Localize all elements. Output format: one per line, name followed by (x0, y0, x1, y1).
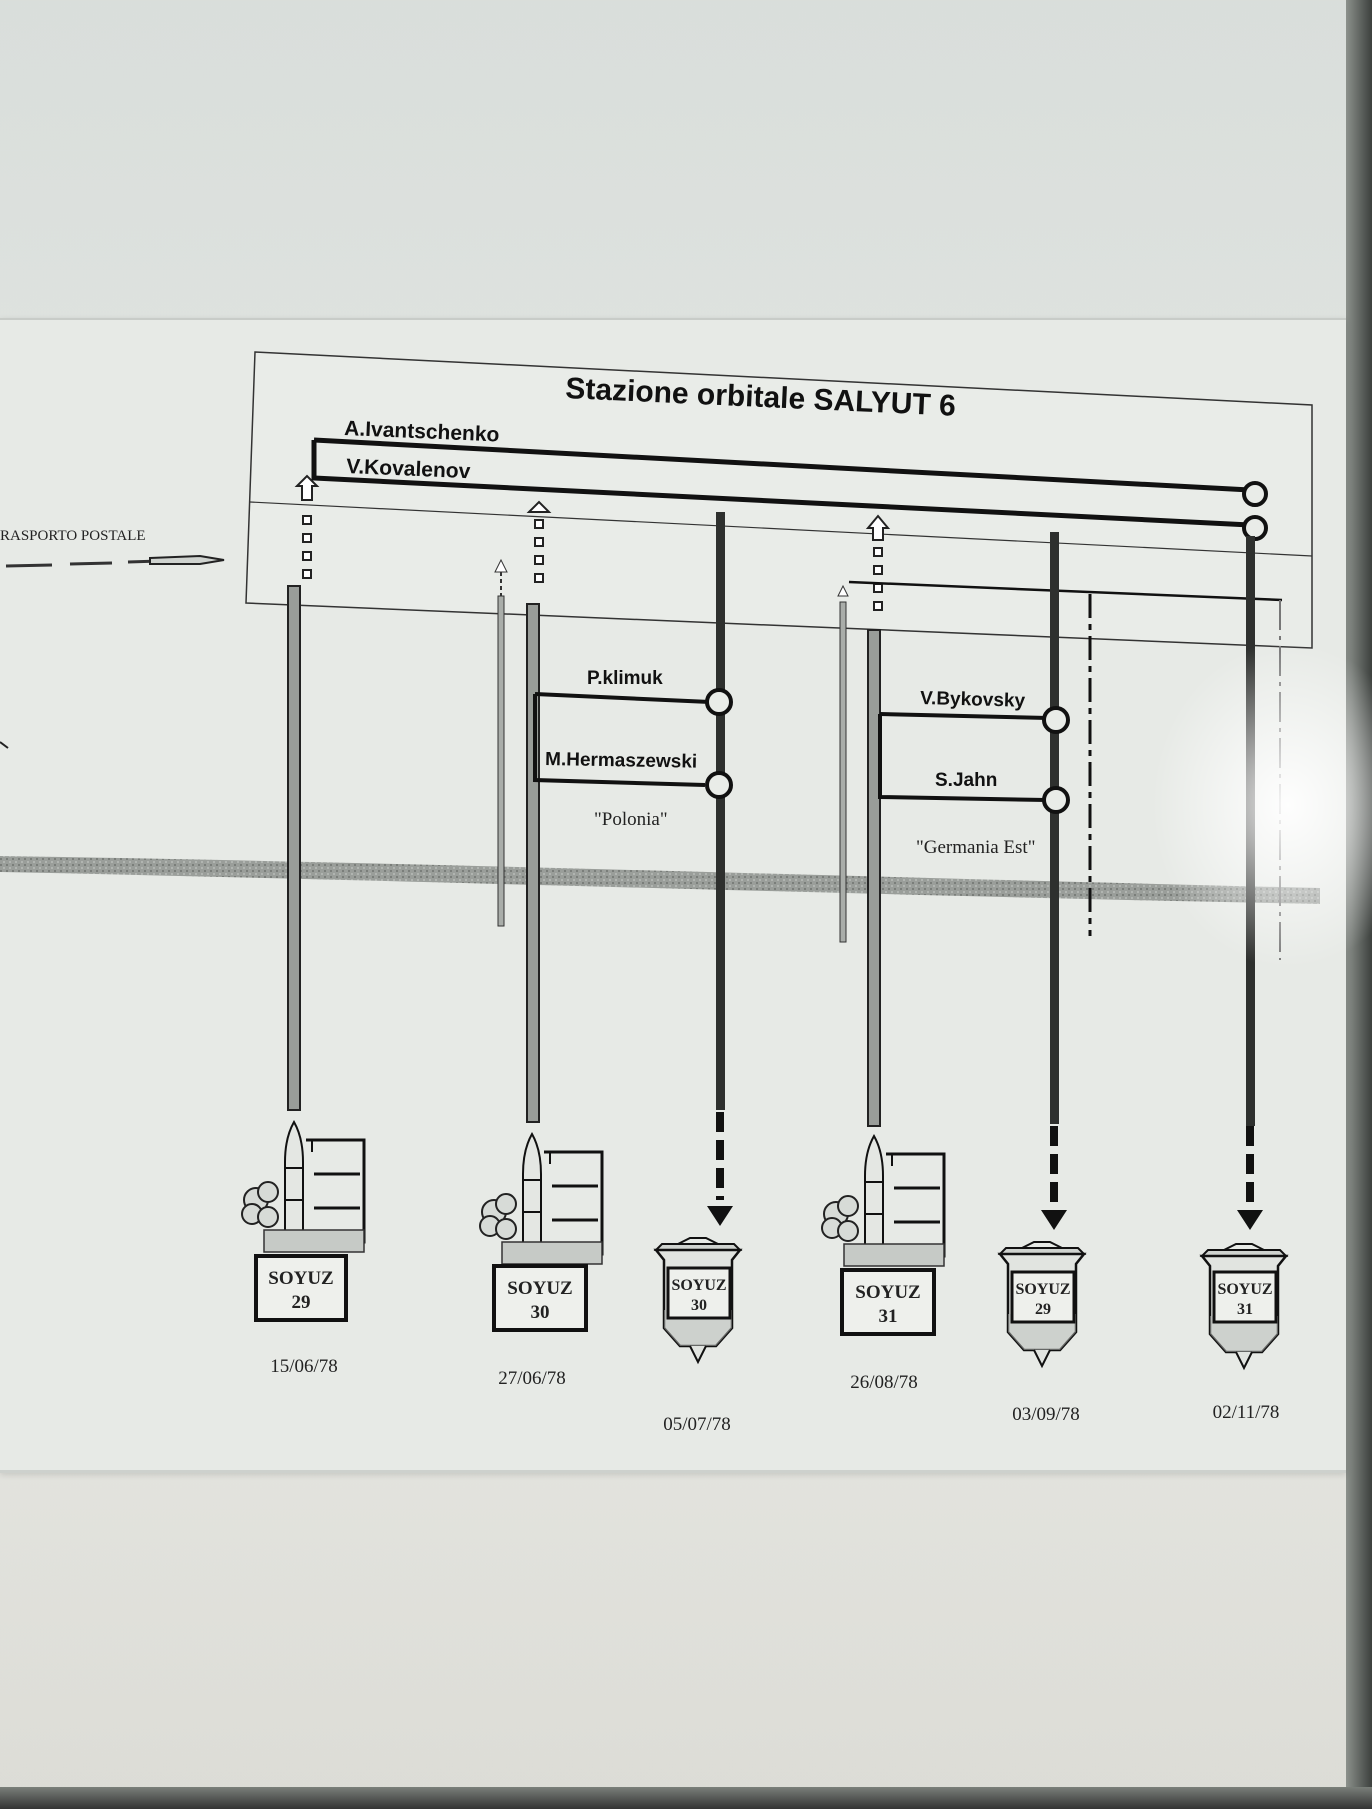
plate-number: 30 (691, 1297, 707, 1314)
descent-soyuz-29 (1041, 532, 1067, 1230)
crew-line-ivantschenko (313, 437, 1251, 493)
plate-word: SOYUZ (507, 1278, 572, 1299)
country-label-germania-est: "Germania Est" (916, 837, 1035, 858)
date-label: 03/09/78 (1012, 1404, 1080, 1425)
plate-soyuz-29: SOYUZ 29 (254, 1254, 348, 1322)
plate-number: 29 (1035, 1301, 1051, 1318)
crew-line-hermaszewski (533, 694, 706, 787)
date-label: 27/06/78 (498, 1368, 566, 1389)
crew-circle-kovalenov (1242, 515, 1268, 541)
light-glare (1150, 640, 1372, 970)
crew-label-jahn: S.Jahn (935, 770, 997, 791)
launch-pad-soyuz-30 (478, 1132, 604, 1266)
launch-pad-soyuz-31 (820, 1134, 946, 1268)
date-label: 02/11/78 (1213, 1402, 1280, 1423)
crew-line-klimuk (534, 692, 711, 704)
photo-frame-bottom (0, 1787, 1372, 1809)
crew-label-hermaszewski: M.Hermaszewski (545, 749, 697, 773)
plate-number: 30 (531, 1302, 550, 1323)
ascent-soyuz-29 (287, 474, 320, 1111)
plate-word: SOYUZ (268, 1268, 333, 1289)
country-label-polonia: "Polonia" (594, 809, 668, 830)
plate-number: 29 (292, 1292, 311, 1313)
descent-soyuz-30 (707, 512, 733, 1226)
station-band-line (249, 501, 1313, 557)
mail-transport-dashes (5, 559, 161, 568)
crew-circle-klimuk (705, 688, 733, 716)
plate-word: SOYUZ (855, 1282, 920, 1303)
crew-circle-hermaszewski (705, 771, 733, 799)
earth-horizon (0, 856, 1320, 904)
crew-line-kovalenov (311, 440, 1251, 528)
crew-circle-ivantschenko (1242, 481, 1268, 507)
plate-soyuz-31-launch: SOYUZ 31 (840, 1268, 936, 1336)
plate-word: SOYUZ (1015, 1281, 1070, 1298)
plate-soyuz-29-landing: SOYUZ 29 (1010, 1270, 1076, 1324)
date-label: 05/07/78 (663, 1414, 731, 1435)
plate-soyuz-30-launch: SOYUZ 30 (492, 1264, 588, 1332)
plate-word: SOYUZ (1217, 1281, 1272, 1298)
left-edge-mark (0, 741, 9, 749)
crew-circle-jahn (1042, 786, 1070, 814)
date-label: 26/08/78 (850, 1372, 918, 1393)
plate-number: 31 (879, 1306, 898, 1327)
launch-pad-soyuz-29 (240, 1120, 366, 1254)
date-label: 15/06/78 (270, 1356, 338, 1377)
crew-line-jahn (878, 714, 1047, 802)
plate-soyuz-30-landing: SOYUZ 30 (666, 1266, 732, 1320)
plate-number: 31 (1237, 1301, 1253, 1318)
mail-transport-label: RASPORTO POSTALE (0, 528, 146, 544)
plate-word: SOYUZ (671, 1277, 726, 1294)
mail-transport-arrow (149, 554, 225, 565)
ascent-soyuz-31 (837, 514, 1283, 1127)
crew-line-bykovsky (879, 712, 1049, 720)
crew-label-bykovsky: V.Bykovsky (920, 688, 1026, 712)
plate-soyuz-31-landing: SOYUZ 31 (1212, 1270, 1278, 1324)
crew-circle-bykovsky (1042, 706, 1070, 734)
crew-label-klimuk: P.klimuk (587, 668, 663, 689)
